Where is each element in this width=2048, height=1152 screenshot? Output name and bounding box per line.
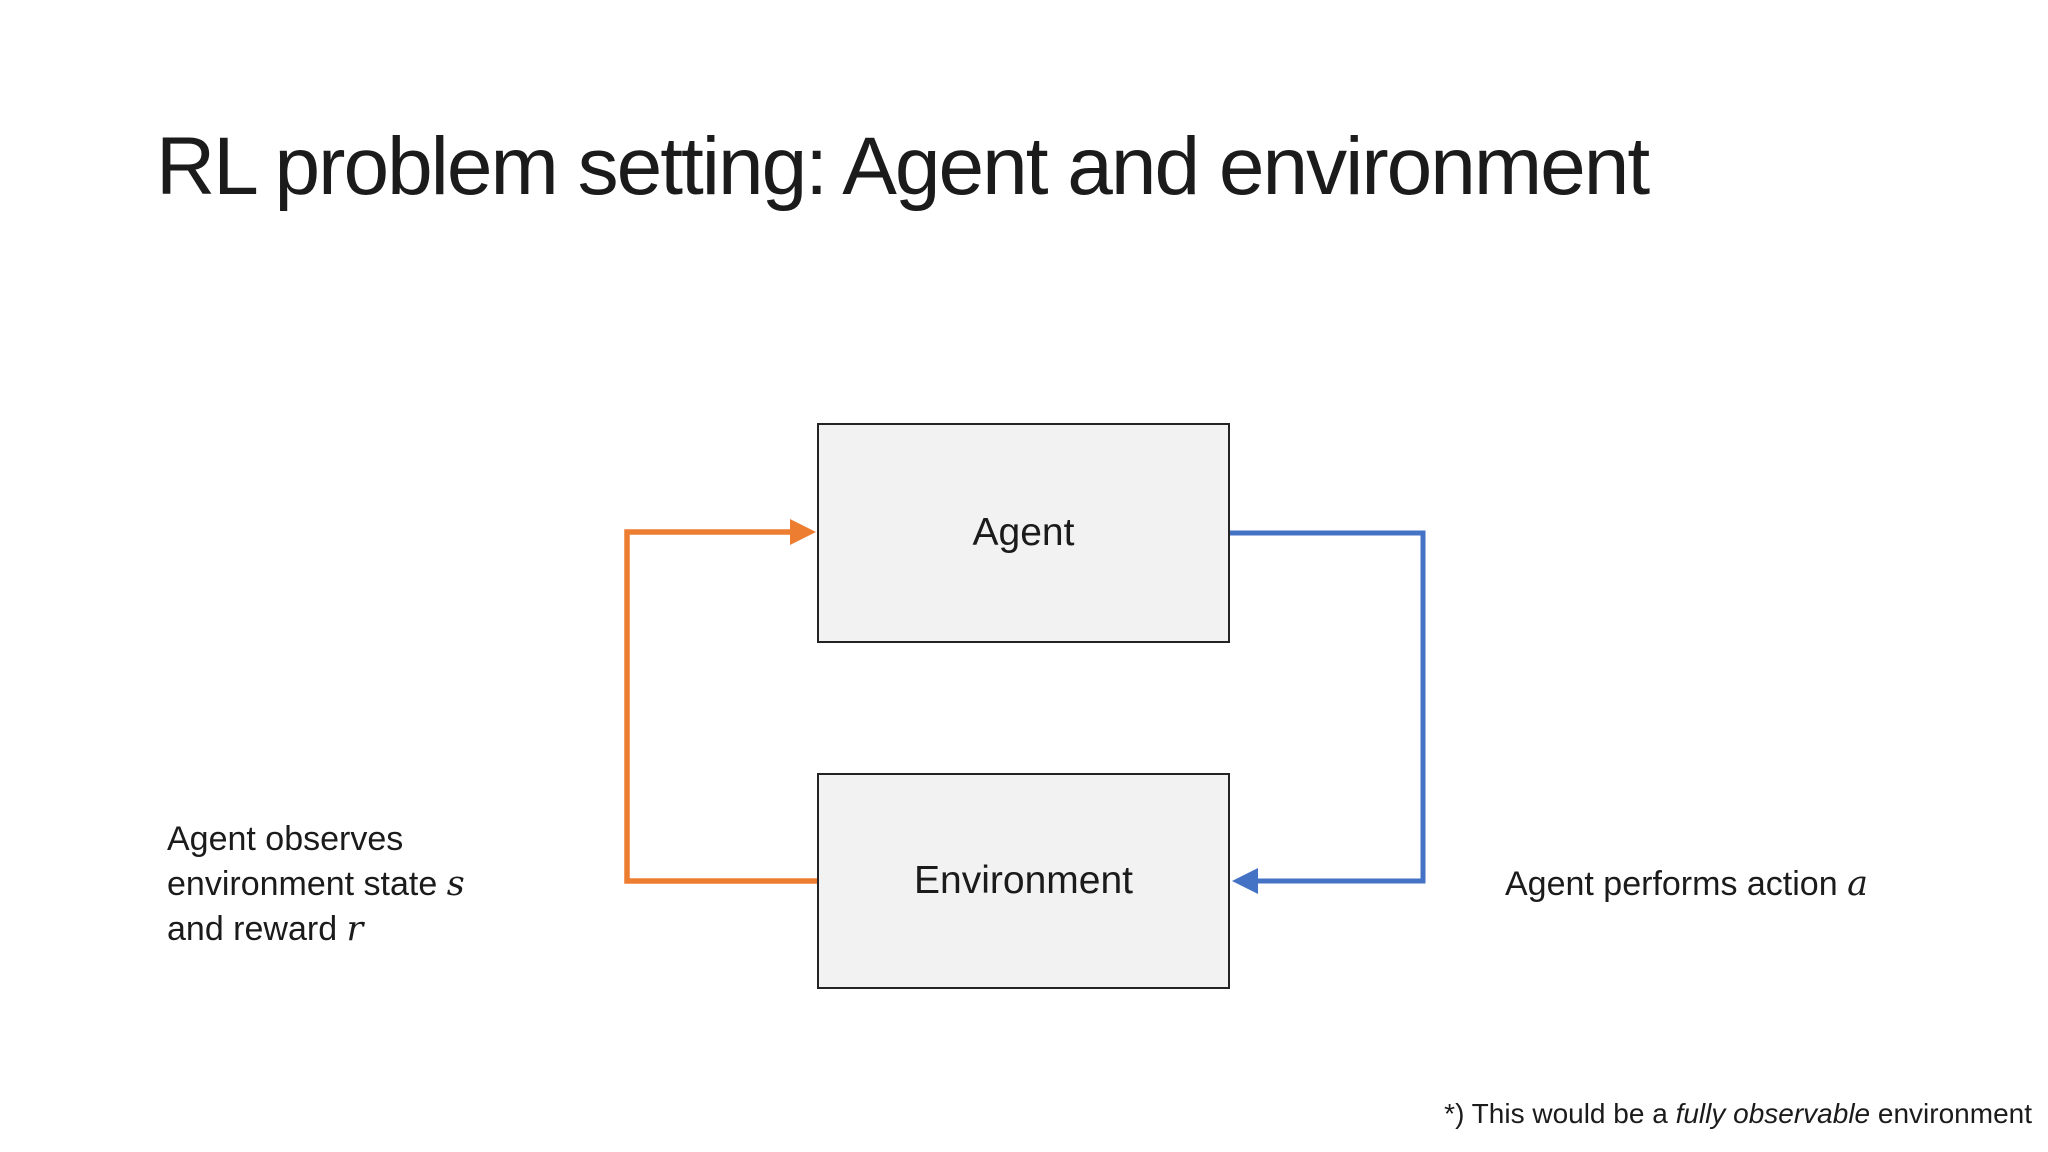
footnote-italic-text: fully observable xyxy=(1675,1098,1871,1129)
slide-title: RL problem setting: Agent and environmen… xyxy=(156,121,1650,212)
observation-line3-text: and reward xyxy=(167,910,347,948)
footnote-text-start: *) This would be a xyxy=(1444,1098,1676,1129)
agent-box-label: Agent xyxy=(972,511,1075,554)
reward-symbol: r xyxy=(346,909,364,949)
agent-box: Agent xyxy=(817,423,1230,643)
observation-arrow-line xyxy=(624,529,817,884)
environment-box-label: Environment xyxy=(914,859,1133,902)
state-symbol: s xyxy=(446,864,465,904)
footnote: *) This would be a fully observable envi… xyxy=(1444,1097,2032,1131)
observation-line2-text: environment state xyxy=(167,865,447,903)
action-symbol: a xyxy=(1847,864,1868,904)
footnote-text-end: environment xyxy=(1870,1098,2032,1129)
action-arrowhead-icon xyxy=(1232,868,1258,894)
observation-annotation-line1: Agent observes xyxy=(167,817,465,862)
action-arrow-line xyxy=(1230,530,1426,884)
observation-line1-text: Agent observes xyxy=(167,820,404,858)
action-annotation-text: Agent performs action xyxy=(1505,865,1848,903)
observation-annotation-line2: environment state s xyxy=(167,862,465,907)
environment-box: Environment xyxy=(817,773,1230,989)
observation-annotation-line3: and reward r xyxy=(167,907,465,952)
action-annotation: Agent performs action a xyxy=(1505,862,1868,907)
observation-annotation: Agent observes environment state s and r… xyxy=(167,817,465,952)
observation-arrowhead-icon xyxy=(790,519,816,545)
